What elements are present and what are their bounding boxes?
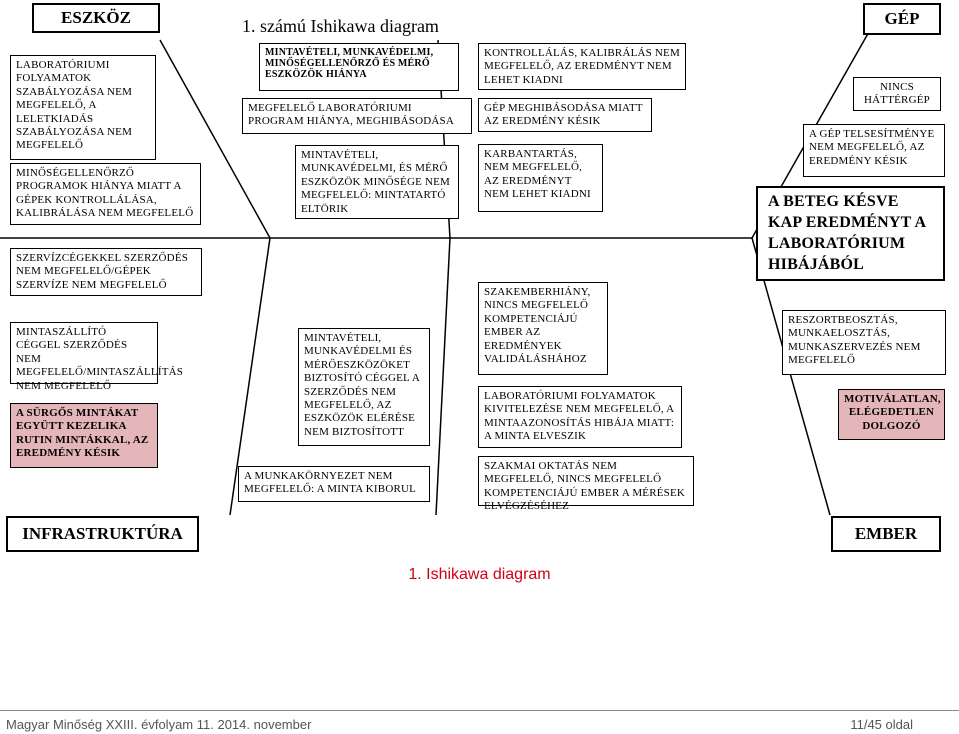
- cause-box-sample-identification: LABORATÓRIUMI FOLYAMATOK KIVITELEZÉSE NE…: [478, 386, 682, 448]
- diagram-caption: 1. Ishikawa diagram: [408, 566, 551, 583]
- bone-line-eszkoz: [159, 39, 271, 239]
- cause-box-maintenance: KARBANTARTÁS, NEM MEGFELELŐ, AZ EREDMÉNY…: [478, 144, 603, 212]
- category-ember: EMBER: [831, 516, 941, 552]
- category-eszkoz: ESZKÖZ: [32, 3, 160, 33]
- cause-box-specialist-shortage: SZAKEMBERHIÁNY, NINCS MEGFELELŐ KOMPETEN…: [478, 282, 608, 375]
- cause-box-lab-process-regulation: LABORATÓRIUMI FOLYAMATOK SZABÁLYOZÁSA NE…: [10, 55, 156, 160]
- bone-line-infrastruktura: [229, 237, 271, 516]
- cause-box-tool-shortage: MINTAVÉTELI, MUNKAVÉDELMI, MINŐSÉGELLENŐ…: [259, 43, 459, 91]
- cause-box-tool-quality: MINTAVÉTELI, MUNKAVÉDELMI, ÉS MÉRŐ ESZKÖ…: [295, 145, 459, 219]
- cause-box-sample-transport: MINTASZÁLLÍTÓ CÉGGEL SZERZŐDÉS NEM MEGFE…: [10, 322, 183, 392]
- diagram-title: 1. számú Ishikawa diagram: [242, 16, 439, 36]
- cause-box-machine-performance: A GÉP TELSESÍTMÉNYE NEM MEGFELELŐ, AZ ER…: [803, 124, 945, 177]
- cause-box-tool-supplier-contract: MINTAVÉTELI, MUNKAVÉDELMI ÉS MÉRŐESZKÖZÖ…: [298, 328, 430, 446]
- footer-page-number: 11/45 oldal: [850, 717, 913, 732]
- effect-box: A BETEG KÉSVE KAP EREDMÉNYT A LABORATÓRI…: [756, 186, 945, 281]
- cause-box-urgent-samples: A SÜRGŐS MINTÁKAT EGYÜTT KEZELIKA RUTIN …: [10, 403, 158, 468]
- page-footer: Magyar Minőség XXIII. évfolyam 11. 2014.…: [0, 710, 959, 734]
- cause-box-qc-programs: MINŐSÉGELLENŐRZŐ PROGRAMOK HIÁNYA MIATT …: [10, 163, 201, 225]
- cause-box-work-organization: RESZORTBEOSZTÁS, MUNKAELOSZTÁS, MUNKASZE…: [782, 310, 946, 375]
- category-infrastruktura: INFRASTRUKTÚRA: [6, 516, 199, 552]
- cause-box-no-backup-machine: NINCS HÁTTÉRGÉP: [853, 77, 941, 111]
- cause-box-machine-failure: GÉP MEGHIBÁSODÁSA MIATT AZ EREDMÉNY KÉSI…: [478, 98, 652, 132]
- category-gep: GÉP: [863, 3, 941, 35]
- footer-publication: Magyar Minőség XXIII. évfolyam 11. 2014.…: [6, 717, 312, 732]
- bone-line-ember: [751, 237, 831, 516]
- cause-box-lab-program: MEGFELELŐ LABORATÓRIUMI PROGRAM HIÁNYA, …: [242, 98, 472, 134]
- bone-line-middle-lower: [435, 237, 451, 516]
- cause-box-service-contracts: SZERVÍZCÉGEKKEL SZERZŐDÉS NEM MEGFELELŐ/…: [10, 248, 202, 296]
- cause-box-work-environment: A MUNKAKÖRNYEZET NEM MEGFELELŐ: A MINTA …: [238, 466, 430, 502]
- cause-box-calibration: KONTROLLÁLÁS, KALIBRÁLÁS NEM MEGFELELŐ, …: [478, 43, 686, 90]
- cause-box-training: SZAKMAI OKTATÁS NEM MEGFELELŐ, NINCS MEG…: [478, 456, 694, 512]
- cause-box-unmotivated-staff: MOTIVÁLATLAN, ELÉGEDETLEN DOLGOZÓ: [838, 389, 945, 440]
